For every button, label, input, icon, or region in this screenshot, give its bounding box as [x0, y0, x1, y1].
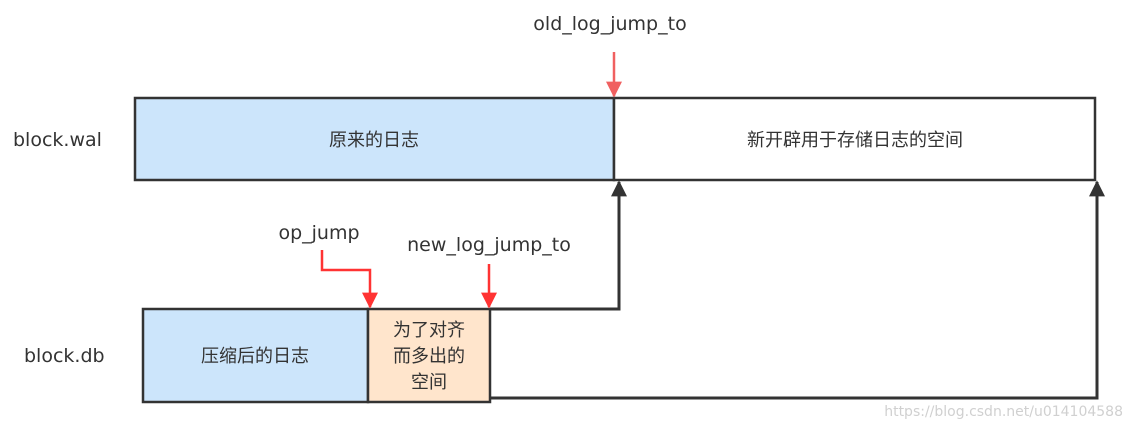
- db-padding-box: [366, 307, 492, 404]
- wal-original-log-box: [133, 96, 616, 182]
- wal-new-space-box: [612, 96, 1097, 182]
- pointer-arrow-op-jump: [320, 250, 378, 309]
- row-label-block-wal: block.wal: [13, 129, 102, 151]
- row-label-block-db: block.db: [24, 345, 105, 367]
- db-compressed-log-box: [141, 307, 370, 404]
- pointer-label-op-jump: op_jump: [278, 222, 359, 244]
- wal-new-space-text: 新开辟用于存储日志的空间: [747, 130, 963, 151]
- pointer-label-new-log-jump-to: new_log_jump_to: [407, 234, 571, 256]
- pointer-label-old-log-jump-to: old_log_jump_to: [533, 13, 686, 35]
- db-padding-text-line-2: 而多出的: [393, 346, 465, 367]
- connector-arrow-padding-bottom-to-wal-end: [490, 180, 1105, 400]
- db-compressed-log-text: 压缩后的日志: [201, 346, 309, 367]
- connector-arrow-padding-top-to-wal-boundary: [490, 180, 627, 311]
- db-padding-text-line-1: 为了对齐: [393, 320, 465, 341]
- wal-original-log-text: 原来的日志: [329, 130, 419, 151]
- db-padding-text-line-3: 空间: [411, 372, 447, 393]
- watermark-text: https://blog.csdn.net/u014104588: [884, 404, 1123, 420]
